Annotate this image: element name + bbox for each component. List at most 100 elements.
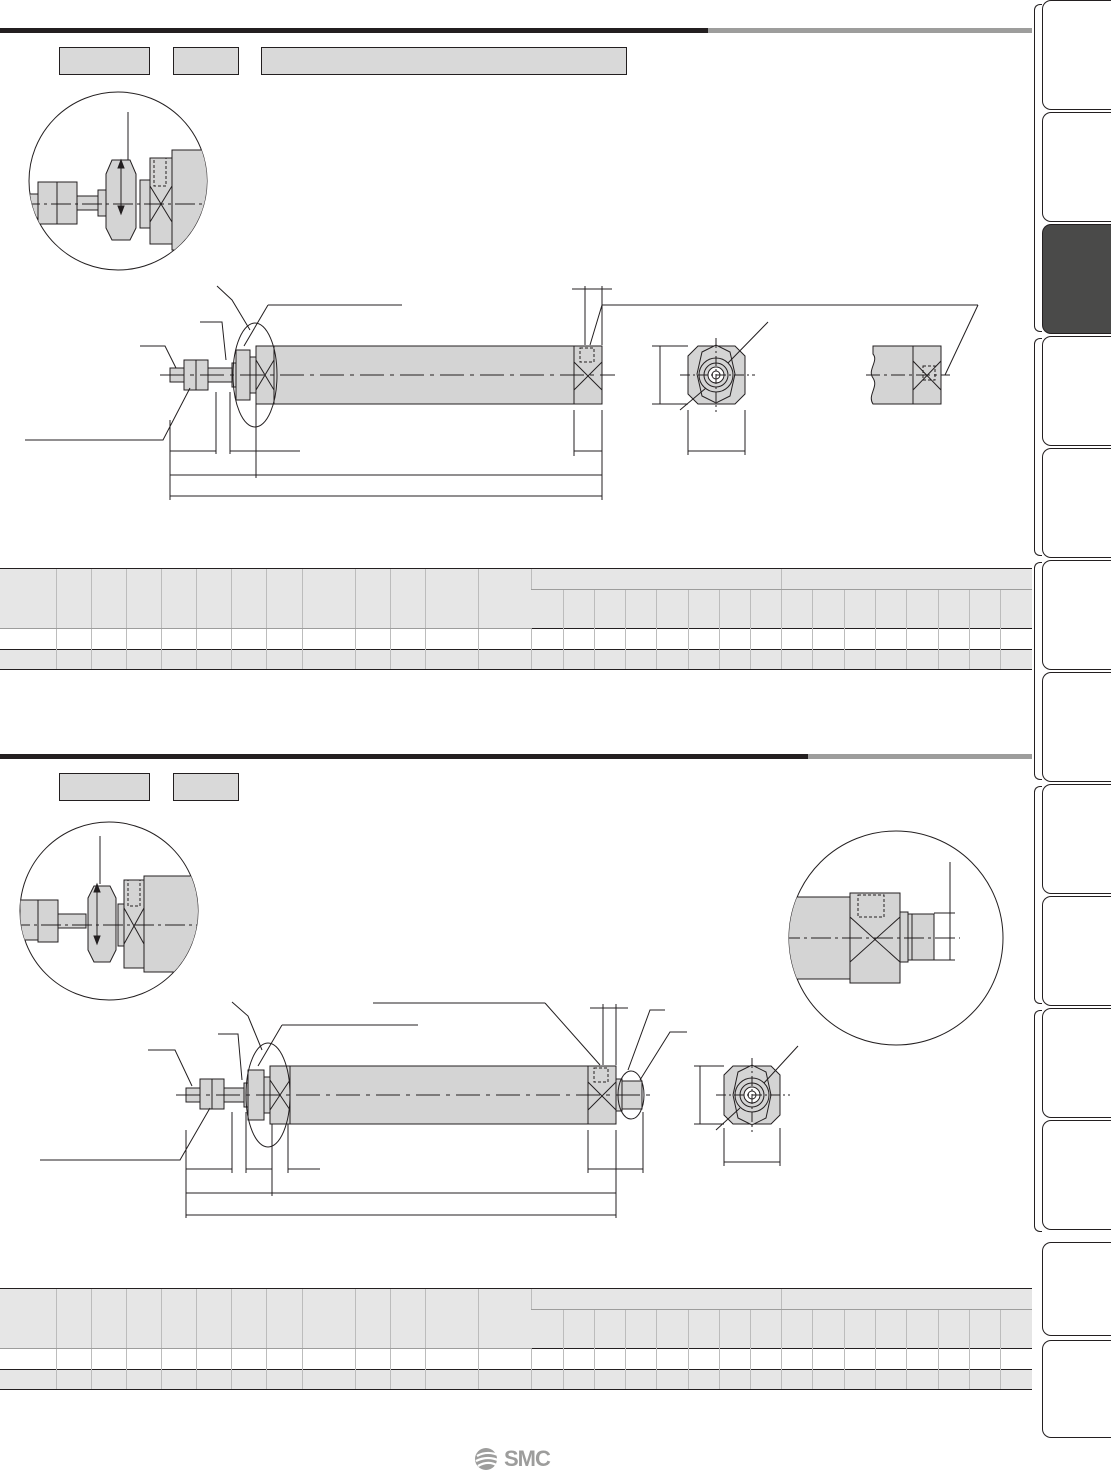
header-sub-cell bbox=[843, 589, 876, 629]
side-tab-group-bracket bbox=[1034, 786, 1042, 1004]
header-sub-cell bbox=[781, 589, 813, 629]
header-sub-cell bbox=[687, 589, 720, 629]
header-sub-cell bbox=[750, 589, 782, 629]
header-cell bbox=[0, 1288, 57, 1349]
end-view-2 bbox=[694, 1045, 799, 1166]
header-sub-cell bbox=[593, 1309, 626, 1349]
side-tab-active[interactable] bbox=[1042, 224, 1111, 334]
header-cell bbox=[196, 568, 232, 629]
header-cell bbox=[354, 568, 391, 629]
header-sub-cell bbox=[905, 1309, 939, 1349]
header-sub-cell bbox=[843, 1309, 876, 1349]
header-sub-cell bbox=[593, 589, 626, 629]
header-group-cell bbox=[531, 1288, 782, 1310]
header-cell bbox=[0, 568, 57, 629]
header-cell bbox=[55, 568, 92, 629]
header-sub-cell bbox=[1000, 589, 1032, 629]
header-sub-cell bbox=[781, 1309, 813, 1349]
detail-circle-rod-end-2 bbox=[19, 821, 199, 1001]
table-row bbox=[0, 1369, 1032, 1390]
side-tab[interactable] bbox=[1042, 784, 1111, 894]
header-cell bbox=[161, 1288, 197, 1349]
header-cell bbox=[90, 1288, 127, 1349]
header-sub-cell bbox=[968, 589, 1001, 629]
header-sub-cell bbox=[655, 589, 689, 629]
header-group-cell bbox=[781, 568, 1032, 590]
side-tab[interactable] bbox=[1042, 448, 1111, 558]
header-sub-cell bbox=[624, 1309, 657, 1349]
header-sub-cell bbox=[1000, 1309, 1032, 1349]
header-cell bbox=[425, 568, 479, 629]
smc-logo-mark-icon bbox=[475, 1448, 501, 1470]
end-view-partial-1 bbox=[866, 345, 950, 405]
header-sub-cell bbox=[687, 1309, 720, 1349]
section-1-tag-bore bbox=[173, 47, 239, 75]
section-2-tag-model bbox=[59, 773, 150, 801]
header-sub-cell bbox=[655, 1309, 689, 1349]
header-cell bbox=[301, 1288, 356, 1349]
header-cell bbox=[125, 1288, 162, 1349]
side-tab[interactable] bbox=[1042, 896, 1111, 1006]
header-cell bbox=[55, 1288, 92, 1349]
header-cell bbox=[478, 568, 532, 629]
header-sub-cell bbox=[968, 1309, 1001, 1349]
header-cell bbox=[231, 568, 267, 629]
table-row bbox=[0, 649, 1032, 670]
section-1-tag-title bbox=[261, 47, 627, 75]
header-group-cell bbox=[781, 1288, 1032, 1310]
side-tab[interactable] bbox=[1042, 1340, 1111, 1438]
header-cell bbox=[425, 1288, 479, 1349]
side-tab[interactable] bbox=[1042, 672, 1111, 782]
header-cell bbox=[266, 1288, 303, 1349]
side-tab-group-bracket bbox=[1034, 4, 1042, 332]
side-tab-group-bracket bbox=[1034, 1010, 1042, 1232]
section-2-rule bbox=[0, 754, 808, 759]
header-cell bbox=[266, 568, 303, 629]
header-cell bbox=[90, 568, 127, 629]
header-group-cell bbox=[531, 568, 782, 590]
header-sub-cell bbox=[562, 1309, 595, 1349]
side-tab[interactable] bbox=[1042, 112, 1111, 222]
header-sub-cell bbox=[719, 589, 751, 629]
spec-table-1 bbox=[0, 568, 1032, 670]
header-sub-cell bbox=[874, 589, 907, 629]
spec-table-2 bbox=[0, 1288, 1032, 1390]
main-view-cylinder bbox=[25, 285, 979, 500]
header-sub-cell bbox=[624, 589, 657, 629]
section-2-tag-bore bbox=[173, 773, 239, 801]
header-cell bbox=[231, 1288, 267, 1349]
side-tab[interactable] bbox=[1042, 560, 1111, 670]
header-cell bbox=[478, 1288, 532, 1349]
header-sub-cell bbox=[719, 1309, 751, 1349]
header-cell bbox=[354, 1288, 391, 1349]
section-1-tag-model bbox=[59, 47, 150, 75]
header-cell bbox=[389, 1288, 426, 1349]
section-1-rule-tail bbox=[708, 28, 1032, 33]
side-tab[interactable] bbox=[1042, 0, 1111, 110]
detail-circle-head-end bbox=[788, 830, 1004, 1046]
header-cell bbox=[161, 568, 197, 629]
header-cell bbox=[125, 568, 162, 629]
header-sub-cell bbox=[531, 1309, 564, 1349]
smc-logo-text: SMC bbox=[504, 1446, 551, 1471]
header-sub-cell bbox=[937, 589, 970, 629]
main-view-cylinder-2 bbox=[40, 1001, 687, 1218]
header-cell bbox=[301, 568, 356, 629]
detail-circle-rod-end bbox=[28, 91, 208, 271]
header-cell bbox=[389, 568, 426, 629]
header-sub-cell bbox=[750, 1309, 782, 1349]
section-1-rule bbox=[0, 28, 708, 33]
table-row bbox=[0, 1348, 1032, 1370]
side-tab[interactable] bbox=[1042, 336, 1111, 446]
header-sub-cell bbox=[905, 589, 939, 629]
header-sub-cell bbox=[937, 1309, 970, 1349]
header-sub-cell bbox=[812, 1309, 845, 1349]
end-view-1 bbox=[652, 321, 769, 455]
side-tab[interactable] bbox=[1042, 1120, 1111, 1230]
side-tab-group-bracket bbox=[1034, 338, 1042, 556]
side-tab-group-bracket bbox=[1034, 562, 1042, 780]
side-tab[interactable] bbox=[1042, 1008, 1111, 1118]
side-tab[interactable] bbox=[1042, 1242, 1111, 1336]
table-row bbox=[0, 628, 1032, 650]
